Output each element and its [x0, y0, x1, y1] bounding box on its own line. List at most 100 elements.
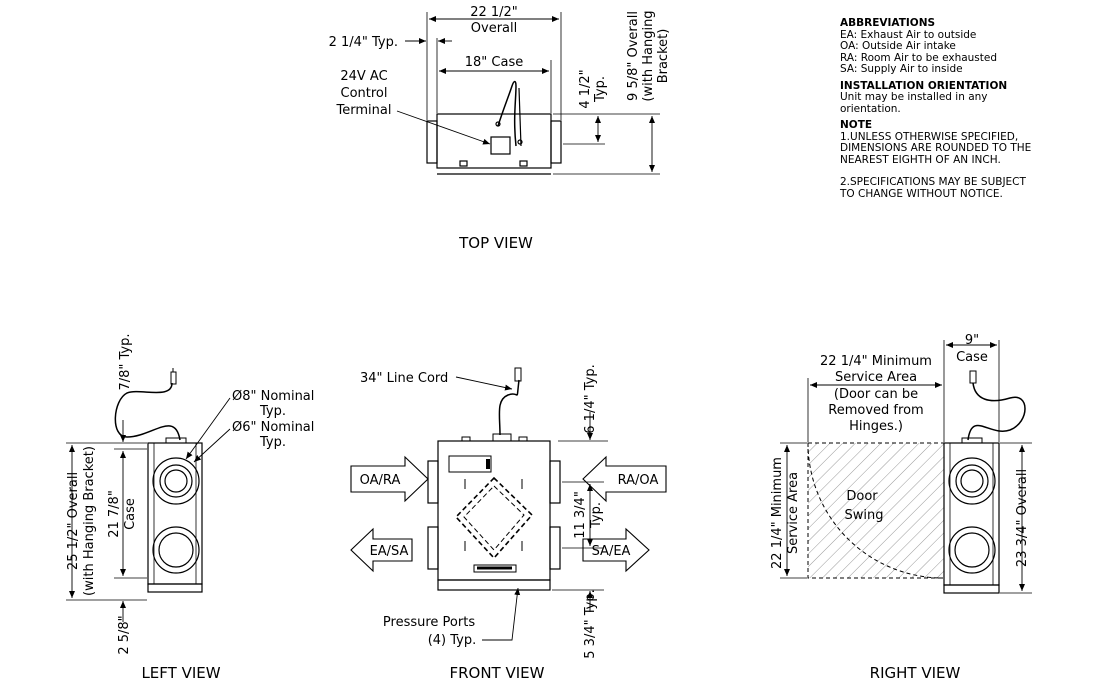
top-dim-hang-2: (with Hanging — [641, 10, 656, 101]
right-dim-overall: 23 3/4" Overall — [1015, 469, 1030, 567]
left-dim-case-1: 21 7/8" — [107, 490, 122, 538]
right-view-labels: 9" Case 22 1/4" Minimum Service Area (Do… — [770, 333, 1030, 682]
top-view-labels: 22 1/2" Overall 2 1/4" Typ. 18" Case 24V… — [329, 5, 671, 252]
right-port-6in — [948, 526, 996, 574]
service-label-2: Service Area — [835, 370, 917, 385]
front-collar-top-right — [549, 460, 561, 504]
service-label-5: Hinges.) — [849, 419, 903, 434]
service-label-1: 22 1/4" Minimum — [820, 354, 932, 369]
door-swing-label-1: Door — [846, 489, 878, 504]
note-block: NOTE 1.UNLESS OTHERWISE SPECIFIED, DIMEN… — [840, 119, 1090, 200]
left-dim-case-2: Case — [123, 498, 138, 530]
top-foot-left — [459, 160, 468, 167]
right-dim-side-2: Service Area — [786, 472, 801, 554]
port6-label-1: Ø6" Nominal — [232, 420, 314, 435]
note1-line-1: 1.UNLESS OTHERWISE SPECIFIED, — [840, 130, 1019, 143]
front-label-plate — [448, 455, 492, 473]
top-view-title: TOP VIEW — [458, 234, 533, 252]
port6-leader — [193, 428, 231, 463]
right-dim-side-1: 22 1/4" Minimum — [770, 457, 785, 569]
top-dim-hang-3: Bracket) — [656, 29, 671, 84]
left-line-cord — [114, 382, 181, 441]
door-swing-arc — [807, 442, 944, 579]
top-dim-typ: 2 1/4" Typ. — [329, 35, 398, 50]
right-dim-case-1: 9" — [965, 333, 979, 348]
service-label-4: Removed from — [828, 403, 923, 418]
right-port-8in — [948, 457, 996, 505]
top-view — [396, 12, 660, 175]
port8-label-2: Typ. — [259, 404, 286, 419]
front-line-cord — [498, 379, 520, 436]
front-dim-mid-2: Typ. — [589, 502, 604, 529]
top-control-terminal — [490, 136, 511, 155]
ports-leader — [482, 587, 521, 641]
ports-label-2: (4) Typ. — [428, 633, 477, 648]
service-label-3: (Door can be — [834, 387, 918, 402]
right-view — [780, 340, 1032, 594]
front-collar-bottom-left — [427, 526, 439, 570]
top-line-cord — [497, 80, 517, 147]
left-port-6in — [152, 526, 200, 574]
orient-line-2: orientation. — [840, 102, 901, 115]
door-swing-label-2: Swing — [845, 508, 884, 523]
front-collar-top-left — [427, 460, 439, 504]
abbr-title: ABBREVIATIONS — [840, 17, 936, 29]
arrow-ea-sa-shape — [350, 527, 413, 573]
left-port-8in — [152, 457, 200, 505]
front-unit-body — [437, 440, 551, 581]
arrow-ra-oa[interactable]: RA/OA — [618, 473, 659, 488]
left-bracket — [147, 583, 203, 593]
top-left-collar — [426, 120, 438, 164]
left-dim-overall-2: (with Hanging Bracket) — [82, 446, 97, 596]
top-dim-overall-word: Overall — [471, 21, 517, 36]
top-screw-2 — [517, 139, 523, 145]
left-dim-bottom: 2 5/8" — [117, 615, 132, 654]
ports-label-1: Pressure Ports — [383, 615, 475, 630]
front-view-title: FRONT VIEW — [449, 664, 544, 682]
right-line-cord — [967, 382, 1026, 441]
left-view-labels: 7/8" Typ. Ø8" Nominal Typ. Ø6" Nominal T… — [66, 333, 314, 682]
port6-label-2: Typ. — [259, 435, 286, 450]
arrow-sa-ea-shape — [582, 527, 650, 573]
front-view-labels: 34" Line Cord 6 1/4" Typ. OA/RA RA/OA EA… — [360, 364, 659, 682]
arrow-sa-ea[interactable]: SA/EA — [592, 544, 631, 559]
note1-line-2: DIMENSIONS ARE ROUNDED TO THE — [840, 142, 1032, 154]
top-dim-height-typ: 4 1/2" — [578, 69, 593, 108]
front-core-diamond — [454, 476, 534, 560]
front-dim-bottom: 5 3/4" Typ. — [583, 589, 598, 658]
notes-panel: ABBREVIATIONS EA: Exhaust Air to outside… — [840, 17, 1090, 205]
top-unit-body — [436, 113, 552, 169]
orientation-block: INSTALLATION ORIENTATION Unit may be ins… — [840, 80, 1090, 116]
terminal-label-2: Control — [341, 86, 388, 101]
top-dim-overall: 22 1/2" — [470, 5, 518, 20]
top-foot-right — [519, 160, 528, 167]
front-collar-bottom-right — [549, 526, 561, 570]
left-dim-top: 7/8" Typ. — [118, 333, 133, 390]
door-swing-area — [808, 443, 944, 578]
abbr-sa: SA: Supply Air to inside — [840, 63, 963, 75]
line-cord-leader — [455, 376, 513, 391]
arrow-oa-ra[interactable]: OA/RA — [360, 473, 401, 488]
front-bracket — [437, 579, 551, 591]
note2-line-2: TO CHANGE WITHOUT NOTICE. — [840, 187, 1003, 200]
note1-line-3: NEAREST EIGHTH OF AN INCH. — [840, 153, 1001, 166]
port8-leader — [185, 397, 231, 460]
abbreviations-block: ABBREVIATIONS EA: Exhaust Air to outside… — [840, 17, 1090, 76]
left-view — [66, 368, 231, 622]
note-title: NOTE — [840, 119, 873, 131]
abbr-ea: EA: Exhaust Air to outside — [840, 28, 977, 41]
right-view-title: RIGHT VIEW — [870, 664, 961, 682]
front-dim-mid-1: 11 3/4" — [573, 491, 588, 539]
top-dim-case: 18" Case — [465, 55, 523, 70]
front-handle — [473, 564, 517, 573]
left-dim-overall-1: 25 1/2" Overall — [66, 472, 81, 570]
terminal-label-1: 24V AC — [340, 69, 387, 84]
terminal-label-3: Terminal — [336, 103, 392, 118]
arrow-ea-sa[interactable]: EA/SA — [370, 544, 409, 559]
orient-line-1: Unit may be installed in any — [840, 91, 988, 103]
top-right-collar — [550, 120, 562, 164]
arrow-oa-ra-shape — [350, 455, 429, 503]
terminal-leader — [396, 110, 491, 145]
right-dim-case-2: Case — [956, 350, 988, 365]
